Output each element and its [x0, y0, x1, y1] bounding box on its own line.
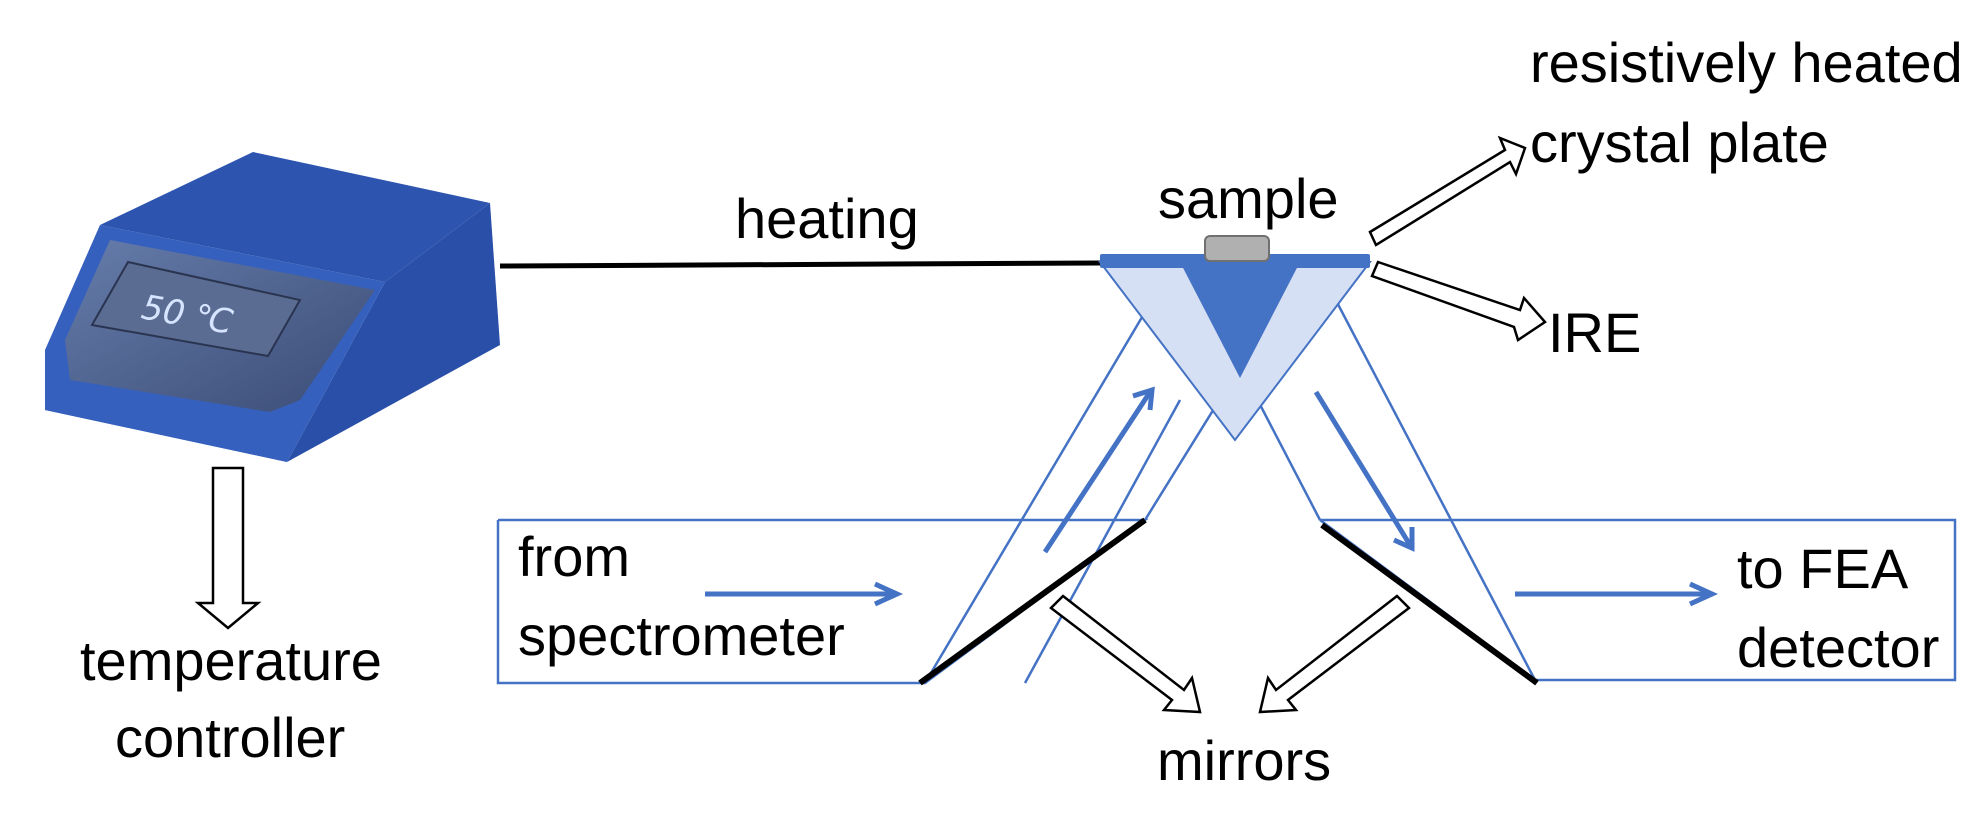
heating-wire	[499, 260, 1101, 269]
incoming-ray-mid	[1023, 399, 1182, 684]
arrow-to-crystal-plate	[1368, 135, 1527, 247]
label-crystal-line1: resistively heated	[1530, 31, 1963, 94]
label-to-line2: detector	[1737, 616, 1939, 679]
mirror-left	[918, 517, 1147, 686]
beam-direction-arrows	[705, 386, 1719, 607]
arrow-up	[1042, 390, 1153, 554]
arrow-to-mirrors-left	[1049, 594, 1202, 714]
label-from-line2: spectrometer	[518, 604, 845, 667]
label-sample: sample	[1158, 167, 1339, 230]
prism-icon	[1097, 235, 1373, 442]
arrow-output-head	[1688, 581, 1719, 607]
device-display-screen	[90, 260, 302, 358]
temperature-controller-icon: 50 ℃	[45, 152, 500, 462]
incoming-ray-outer	[923, 269, 1172, 684]
device-top-face	[100, 152, 490, 282]
label-heating: heating	[735, 187, 919, 250]
mirror-right	[1320, 522, 1539, 686]
hollow-arrow-icon	[194, 135, 1547, 714]
label-controller-line2: controller	[115, 706, 345, 769]
arrow-up-head	[1132, 386, 1155, 411]
arrow-down-head	[1392, 527, 1415, 552]
sample-block	[1204, 235, 1270, 262]
label-ire: IRE	[1548, 301, 1641, 364]
arrow-input-head	[873, 581, 904, 607]
arrow-to-controller	[194, 466, 262, 630]
label-to-line1: to FEA	[1737, 537, 1909, 600]
arrow-to-ire	[1370, 260, 1547, 342]
ire-prism-core	[1180, 262, 1300, 378]
label-from-line1: from	[518, 525, 630, 588]
device-right-face	[287, 203, 500, 462]
label-crystal-line2: crystal plate	[1530, 111, 1829, 174]
label-controller-line1: temperature	[80, 629, 382, 692]
outgoing-ray-outer	[1318, 269, 1537, 681]
arrow-down	[1313, 390, 1413, 547]
label-mirrors: mirrors	[1157, 729, 1331, 792]
arrow-to-mirrors-right	[1258, 594, 1411, 714]
